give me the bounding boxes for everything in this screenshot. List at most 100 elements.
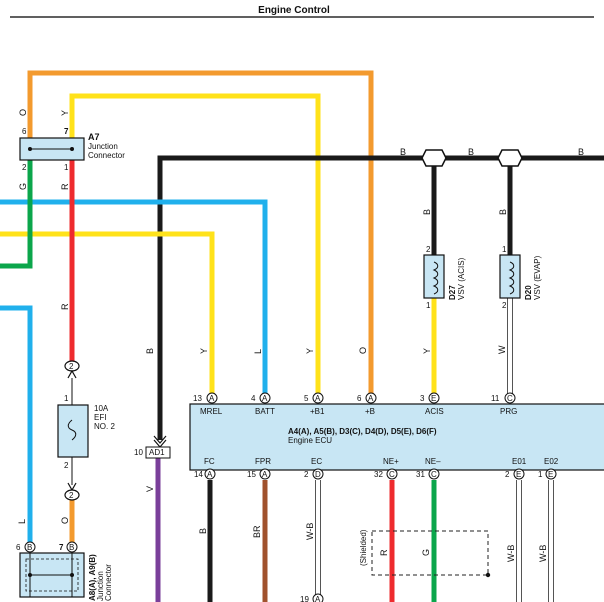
- wirecode: B: [498, 209, 508, 215]
- wirecode: Y: [199, 348, 209, 354]
- vsv-evap-pin: 1: [502, 245, 507, 254]
- ecu-top-pin-batt: 4 A BATT: [251, 392, 275, 416]
- wirecode: B: [198, 528, 208, 534]
- ecu-top-pin-b: 6 A +B: [357, 392, 377, 416]
- junction-a8-pin-num: 6: [16, 543, 21, 552]
- junction-a8-pin-letter: B: [27, 543, 32, 552]
- ecu-bottom-pin-fc: FC 14 A: [194, 457, 216, 480]
- wirecode: G: [18, 183, 28, 190]
- svg-text:C: C: [431, 470, 437, 479]
- junction-a7-pin: 2: [22, 163, 27, 172]
- svg-text:4: 4: [251, 394, 256, 403]
- svg-text:E: E: [548, 470, 553, 479]
- inline-connector-num: 2: [69, 491, 74, 500]
- ecu-bottom-pin-e02: E02 1 E: [538, 457, 559, 480]
- wire-orange-top: [27, 70, 374, 396]
- ecu-top-pin-b1: 5 A +B1: [304, 392, 325, 416]
- svg-text:13: 13: [193, 394, 202, 403]
- ecu-bottom-pin-ne-minus: NE– 31 C: [416, 457, 441, 480]
- svg-text:ACIS: ACIS: [425, 407, 444, 416]
- junction-a7-pin: 6: [22, 127, 27, 136]
- wirecode: B: [145, 348, 155, 354]
- junction-a7-pin: 1: [64, 163, 69, 172]
- shielded-label: (Shielded): [359, 529, 368, 566]
- ecu-bottom-pin-ec: EC 2 D: [304, 457, 324, 480]
- junction-a7-label: Junction: [88, 142, 118, 151]
- ecu-name: Engine ECU: [288, 436, 332, 445]
- wirecode: BR: [252, 525, 262, 538]
- ecu-top-pin-mrel: 13 A MREL: [193, 392, 223, 416]
- svg-text:FPR: FPR: [255, 457, 271, 466]
- junction-a7-id: A7: [88, 132, 100, 142]
- wirecode: O: [18, 109, 28, 116]
- fuse-name: NO. 2: [94, 422, 115, 431]
- vsv-evap-box: [499, 254, 521, 299]
- vsv-acis-pin: 1: [426, 301, 431, 310]
- wirecode: W-B: [538, 545, 548, 562]
- ad1-num: 10: [134, 448, 143, 457]
- svg-text:3: 3: [420, 394, 425, 403]
- svg-text:2: 2: [304, 470, 309, 479]
- wirecode: B: [468, 147, 474, 157]
- wirecode: G: [421, 549, 431, 556]
- wirecode: R: [60, 303, 70, 310]
- junction-a7-node: [70, 147, 74, 151]
- svg-text:31: 31: [416, 470, 425, 479]
- ad1-box: [145, 446, 171, 459]
- inline-connector-bottom: [64, 489, 80, 501]
- svg-text:E: E: [431, 394, 436, 403]
- svg-text:NE–: NE–: [425, 457, 441, 466]
- svg-text:+B1: +B1: [310, 407, 325, 416]
- svg-text:A: A: [207, 470, 213, 479]
- vsv-evap-name: VSV (EVAP): [533, 255, 542, 300]
- wirecode: V: [145, 486, 155, 492]
- diagram-title: Engine Control: [258, 5, 330, 16]
- junction-a8-pin-num: 7: [59, 543, 64, 552]
- ecu-top-pin-prg: 11 C PRG: [491, 392, 517, 416]
- wire-blue-left: [0, 305, 33, 545]
- ecu-top-pin-acis: 3 E ACIS: [420, 392, 444, 416]
- svg-text:A: A: [315, 394, 321, 403]
- svg-text:NE+: NE+: [383, 457, 399, 466]
- junction-a8-pin-left: [24, 541, 36, 553]
- svg-text:FC: FC: [204, 457, 215, 466]
- fuse-pin: 1: [64, 394, 69, 403]
- wirecode: R: [60, 183, 70, 190]
- wirecode: Y: [305, 348, 315, 354]
- svg-text:5: 5: [304, 394, 309, 403]
- junction-a7-label: Connector: [88, 151, 125, 160]
- svg-text:C: C: [507, 394, 513, 403]
- ecu-bottom-pin-e01: E01 2 E: [505, 457, 527, 480]
- junction-a8-inner: [25, 558, 79, 592]
- junction-a8-label: Junction: [96, 571, 105, 601]
- splice-prg: [497, 149, 523, 167]
- wirecode: W: [497, 345, 507, 354]
- engine-ecu-box: [189, 403, 604, 471]
- fuse-icon: [67, 419, 77, 441]
- wirecode: B: [400, 147, 406, 157]
- wirecode: L: [253, 349, 263, 354]
- svg-text:11: 11: [491, 394, 500, 403]
- junction-a8-pin-letter: B: [69, 543, 74, 552]
- svg-text:6: 6: [357, 394, 362, 403]
- junction-a8-label: Connector: [104, 564, 113, 601]
- svg-text:BATT: BATT: [255, 407, 275, 416]
- wirecode: O: [358, 347, 368, 354]
- splice-acis: [421, 149, 447, 167]
- vsv-evap-id: D20: [524, 285, 533, 300]
- svg-text:A: A: [368, 394, 374, 403]
- junction-a7-node: [28, 147, 32, 151]
- svg-text:14: 14: [194, 470, 203, 479]
- wirecode: Y: [60, 110, 70, 116]
- svg-text:A: A: [262, 394, 268, 403]
- wirecode: L: [17, 519, 27, 524]
- vsv-evap-pin: 2: [502, 301, 507, 310]
- junction-a8-node: [28, 573, 32, 577]
- svg-text:A: A: [209, 394, 215, 403]
- svg-text:MREL: MREL: [200, 407, 223, 416]
- svg-text:PRG: PRG: [500, 407, 517, 416]
- wirecode: R: [379, 549, 389, 556]
- wirecode: O: [60, 517, 70, 524]
- wirecode: B: [422, 209, 432, 215]
